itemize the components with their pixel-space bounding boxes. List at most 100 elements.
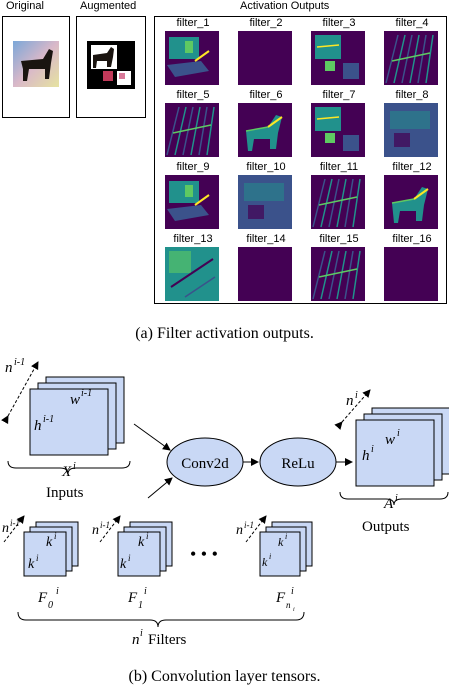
original-image [13,41,59,87]
filter-cell: filter_9 [155,161,231,233]
svg-text:F: F [127,590,138,606]
conv2d-label: Conv2d [181,456,229,472]
svg-text:k: k [120,557,127,572]
conv2d-node: Conv2d [166,437,244,487]
filter-label: filter_14 [246,233,286,245]
filter-cell: filter_10 [228,161,304,233]
svg-text:i: i [269,552,271,561]
activation-map [238,103,292,157]
activation-map [165,247,219,301]
filter-cell: filter_2 [228,17,304,89]
svg-text:n: n [5,360,13,376]
filters-ellipsis: • • • [190,544,218,564]
filter-cell: filter_16 [374,233,449,305]
svg-text:k: k [262,555,268,569]
activation-map [165,103,219,157]
augmented-image-frame [76,16,146,118]
filters-label: Filters [148,632,186,648]
activation-map [238,247,292,301]
svg-text:i: i [395,493,398,504]
filter-cell: filter_11 [301,161,377,233]
filter-label: filter_16 [392,233,432,245]
svg-text:i-1: i-1 [10,518,20,528]
activation-map [384,247,438,301]
arrow-filters-to-conv [147,477,173,499]
svg-text:n: n [346,393,354,409]
output-tensor: n i w i h i A i [334,389,449,512]
outputs-label: Outputs [362,519,410,535]
svg-text:i-1: i-1 [81,388,92,399]
filter-cell: filter_15 [301,233,377,305]
svg-text:i: i [144,586,147,597]
svg-text:i: i [140,628,143,639]
svg-text:i: i [285,532,287,541]
filter-label: filter_8 [395,89,429,101]
svg-text:h: h [362,448,370,464]
svg-text:i: i [36,553,39,563]
svg-text:n: n [2,521,9,536]
panel-b-diagram: n i-1 w i-1 h i-1 X i Inputs Conv2d ReLu… [1,357,449,648]
filter-label: filter_4 [395,17,429,29]
activation-map [238,175,292,229]
arrow-inputs-to-conv [133,423,171,451]
activation-map [311,247,365,301]
activation-map [238,31,292,85]
svg-text:i-1: i-1 [14,357,25,368]
relu-node: ReLu [259,437,337,487]
svg-text:w: w [385,432,395,448]
svg-text:A: A [383,496,394,512]
augmented-image [87,41,135,89]
activation-map [311,175,365,229]
svg-text:F: F [37,590,48,606]
input-tensor: n i-1 w i-1 h i-1 X i [1,357,131,480]
svg-text:i: i [293,607,295,613]
svg-text:i: i [371,444,374,455]
relu-label: ReLu [281,456,315,472]
filter-label: filter_1 [176,17,210,29]
filter-label: filter_13 [173,233,213,245]
filter-cell: filter_13 [155,233,231,305]
svg-text:i: i [355,390,358,401]
filter-cell: filter_14 [228,233,304,305]
svg-text:1: 1 [138,600,143,611]
filter-cell: filter_8 [374,89,449,161]
activation-map [311,103,365,157]
svg-text:i: i [56,586,59,597]
filter-cell: filter_3 [301,17,377,89]
svg-text:i: i [54,531,57,541]
filter-cell: filter_5 [155,89,231,161]
svg-text:X: X [61,464,72,480]
svg-text:k: k [278,535,284,549]
svg-text:i: i [73,461,76,472]
filter-label: filter_5 [176,89,210,101]
svg-text:0: 0 [48,600,53,611]
filter-cell: filter_12 [374,161,449,233]
filter-tensor-n: n i-1 k i k i F n i i [236,515,313,613]
svg-text:w: w [70,392,80,408]
svg-text:i: i [146,531,149,541]
inputs-label: Inputs [46,485,84,501]
filter-tensor-0: n i-1 k i k i F 0 i [2,515,79,611]
svg-text:k: k [46,535,53,550]
svg-text:k: k [28,557,35,572]
original-label: Original [6,0,44,12]
svg-text:i: i [291,586,294,597]
filter-label: filter_10 [246,161,286,173]
filters-brace [17,611,305,628]
svg-text:i-1: i-1 [43,414,54,425]
svg-text:i-1: i-1 [244,520,254,530]
activation-map [165,31,219,85]
svg-text:i: i [397,428,400,439]
activation-map [165,175,219,229]
filter-label: filter_9 [176,161,210,173]
filter-label: filter_11 [319,161,359,173]
activation-map [384,31,438,85]
filter-cell: filter_1 [155,17,231,89]
svg-text:h: h [34,418,42,434]
activation-map [384,175,438,229]
filter-label: filter_15 [319,233,359,245]
svg-text:k: k [138,535,145,550]
filter-cell: filter_7 [301,89,377,161]
activation-map [384,103,438,157]
